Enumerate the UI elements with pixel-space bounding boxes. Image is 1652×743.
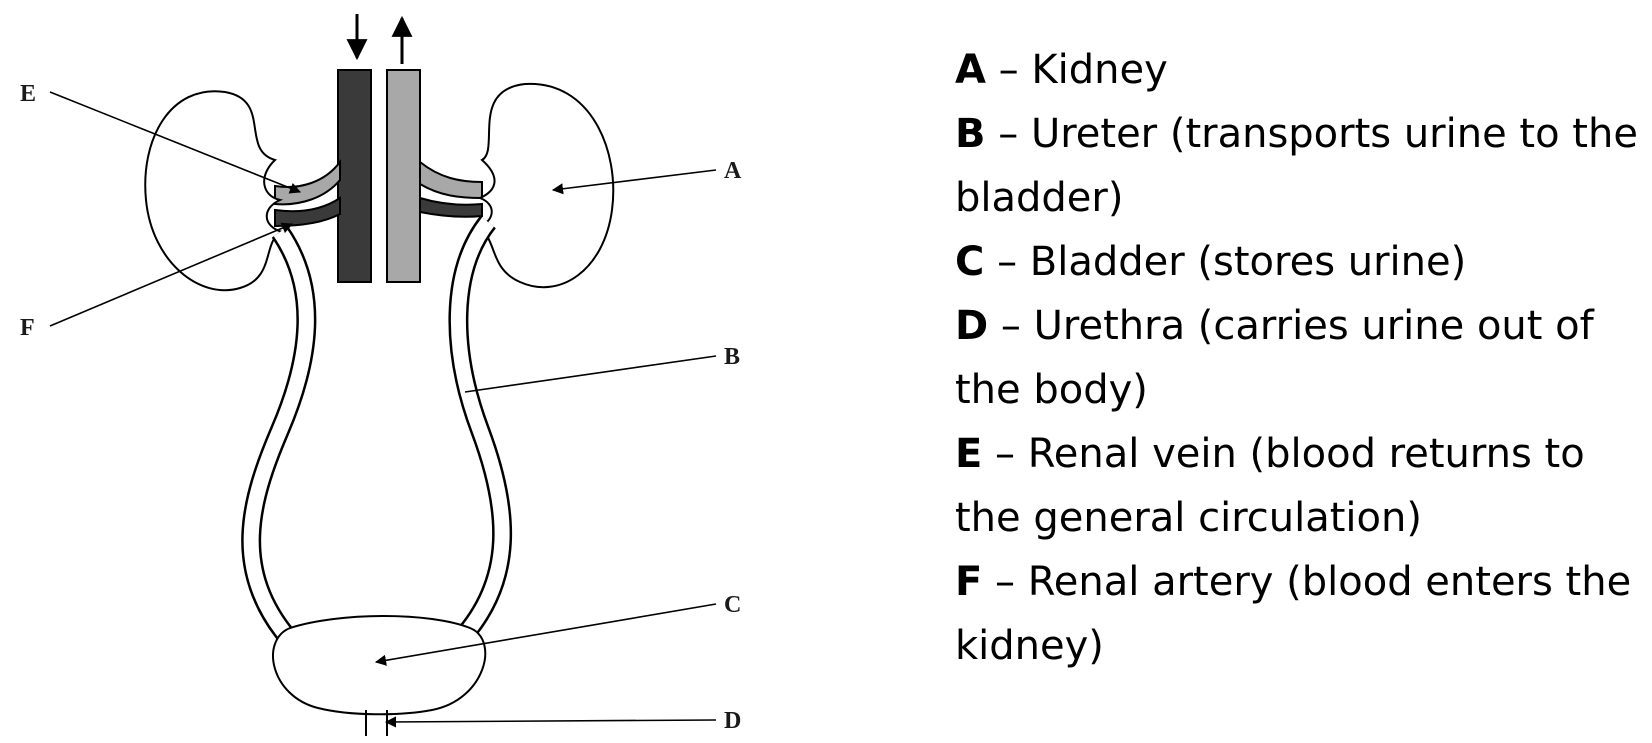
legend-item-text: Renal artery (blood enters the kidney) [955,559,1632,669]
legend-item-letter: B [955,111,986,157]
leader-a [551,169,717,195]
legend-item: E – Renal vein (blood returns to the gen… [955,422,1645,550]
legend-item-separator: – [984,239,1030,285]
leader-b [464,355,717,393]
leader-c [374,603,717,666]
label-b: B [724,344,740,370]
renal-artery-right [419,196,483,218]
legend-item-text: Urethra (carries urine out of the body) [955,303,1594,413]
legend-item-separator: – [982,559,1028,605]
bladder [272,615,487,716]
leader-f [49,222,294,327]
blood-flow-arrows [346,14,413,64]
legend-item-text: Bladder (stores urine) [1029,239,1467,285]
legend-item: A – Kidney [955,38,1645,102]
renal-artery-left [274,196,341,228]
label-d: D [724,708,741,734]
label-a: A [724,158,742,184]
vena-cava [337,69,372,283]
legend-item-letter: D [955,303,989,349]
legend-item-separator: – [985,47,1032,93]
aorta [386,69,421,283]
legend-item: C – Bladder (stores urine) [955,230,1645,294]
legend-item-separator: – [988,303,1034,349]
leader-e [49,91,302,194]
legend-item-text: Renal vein (blood returns to the general… [955,431,1585,541]
leader-lines [49,91,717,728]
urinary-system-diagram: A B C D E F [20,14,742,736]
legend-item-letter: E [955,431,983,477]
legend-item-separator: – [982,431,1028,477]
legend-item-letter: F [955,559,983,605]
legend-item-text: Ureter (transports urine to the bladder) [955,111,1638,221]
legend-item-letter: A [955,47,986,93]
legend-item-letter: C [955,239,985,285]
label-c: C [724,592,741,618]
legend-item: D – Urethra (carries urine out of the bo… [955,294,1645,422]
legend-item-separator: – [985,111,1031,157]
legend-item-text: Kidney [1031,47,1168,93]
renal-vein-left [274,159,341,206]
legend-item: F – Renal artery (blood enters the kidne… [955,550,1645,678]
renal-vein-right [419,159,483,200]
leader-d [384,716,717,728]
label-e: E [20,81,36,107]
right-kidney [475,82,615,289]
left-kidney [144,90,286,292]
legend-item: B – Ureter (transports urine to the blad… [955,102,1645,230]
label-f: F [20,315,35,341]
